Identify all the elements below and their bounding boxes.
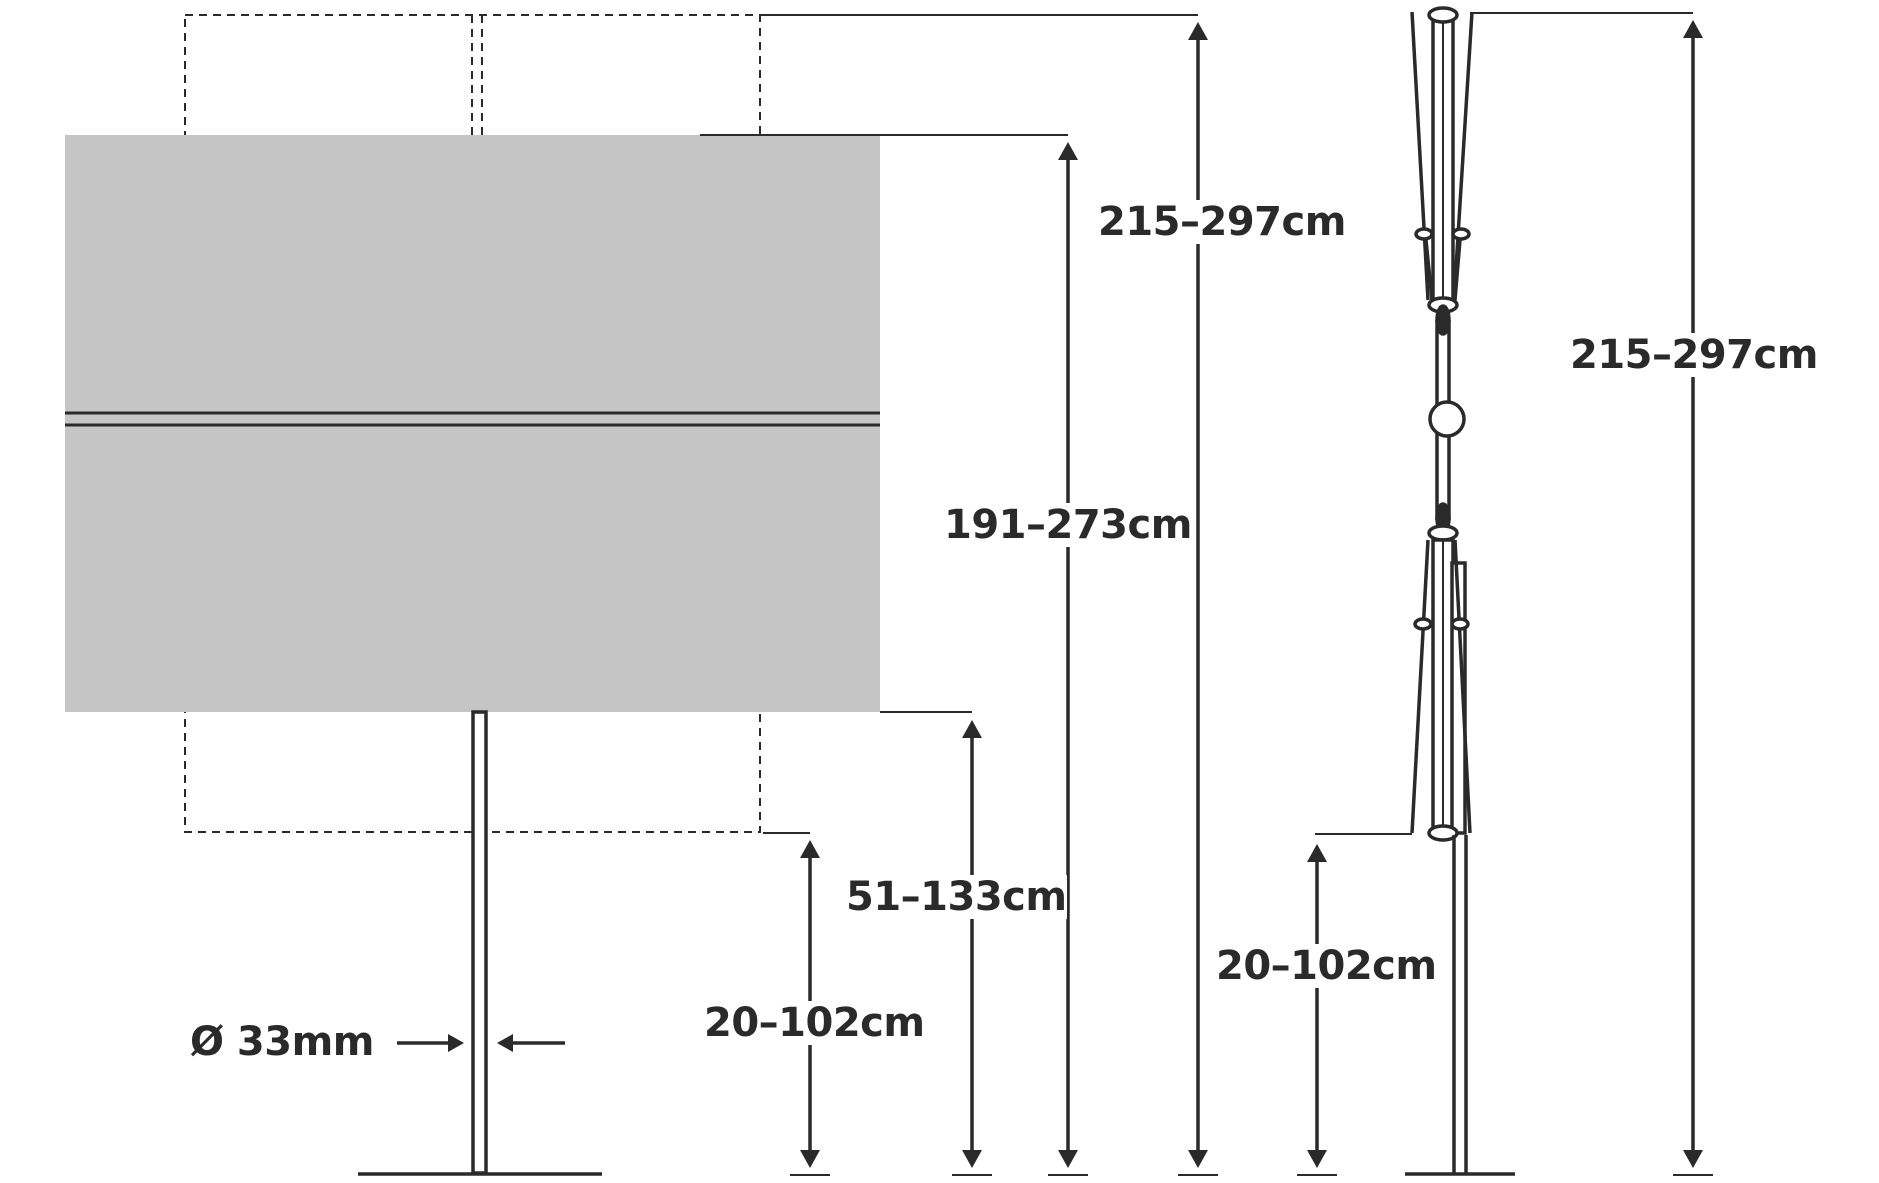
diameter-arrows bbox=[397, 1034, 565, 1052]
pole bbox=[471, 710, 488, 1175]
dimension-arrows-side bbox=[1307, 20, 1703, 1168]
front-view bbox=[65, 14, 1218, 1176]
label-panel-top-height: 191–273cm bbox=[944, 502, 1192, 548]
label-min-panel-bottom: 20–102cm bbox=[704, 1000, 925, 1046]
label-panel-bottom-height: 51–133cm bbox=[846, 874, 1067, 920]
dimension-arrows-front bbox=[800, 22, 1208, 1168]
label-pole-diameter: Ø 33mm bbox=[190, 1019, 374, 1065]
middle-knob bbox=[1428, 400, 1466, 438]
extension-lines bbox=[700, 14, 1198, 834]
label-min-bottom-side: 20–102cm bbox=[1216, 943, 1437, 989]
label-total-height-side: 215–297cm bbox=[1570, 332, 1818, 378]
label-total-height-front: 215–297cm bbox=[1098, 199, 1346, 245]
side-view bbox=[1405, 6, 1515, 1176]
extension-lines-side bbox=[1315, 12, 1693, 835]
